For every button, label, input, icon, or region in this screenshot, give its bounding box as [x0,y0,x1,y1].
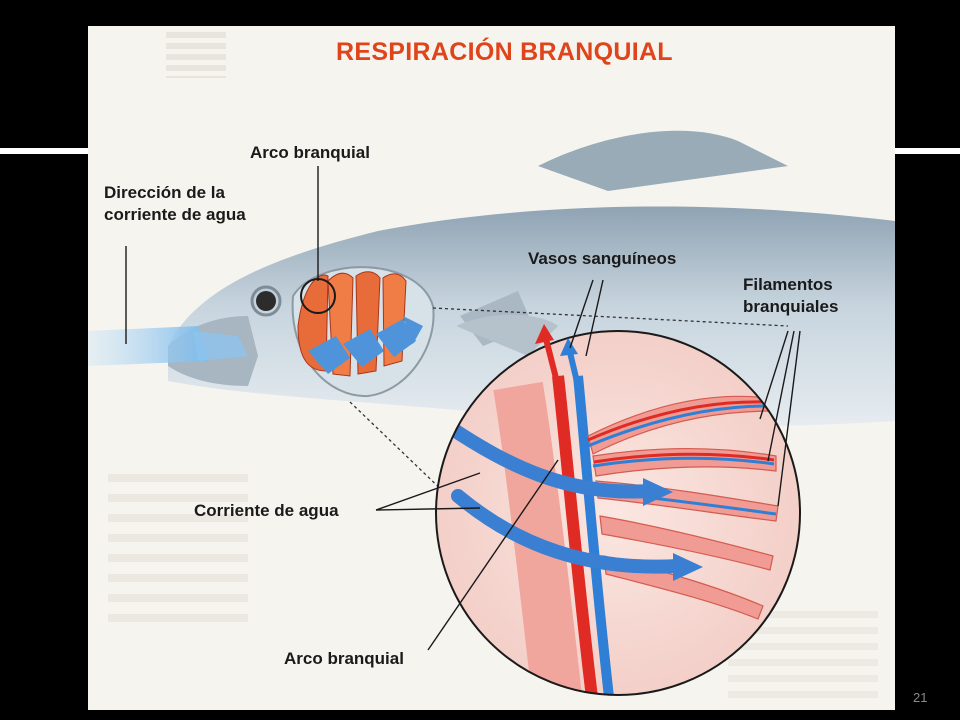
label-line: corriente de agua [104,205,246,224]
zoom-connector [349,401,449,497]
label-water-direction: Dirección de la corriente de agua [104,182,246,226]
water-stream [88,326,208,366]
zoom-connector [432,307,789,327]
vein-vessel [573,375,615,695]
label-line: branquiales [743,297,839,316]
slide-divider-left [0,148,90,154]
slide-divider-right [893,148,960,154]
label-blood-vessels: Vasos sanguíneos [528,249,677,268]
water-current-arrows [441,419,685,574]
label-gill-arch-top: Arco branquial [250,143,370,162]
dorsal-fin [538,130,788,191]
background-text-bleed [108,474,248,624]
label-gill-arch-bottom: Arco branquial [284,649,404,668]
fish-diagram [88,130,895,696]
label-line: Filamentos [743,275,833,294]
gill-respiration-illustration: RESPIRACIÓN BRANQUIAL Dirección de la co… [88,26,895,710]
diagram-title: RESPIRACIÓN BRANQUIAL [336,38,673,66]
label-water-current: Corriente de agua [194,501,339,520]
page-number: 21 [913,690,928,705]
background-text-bleed [166,32,226,78]
water-flow-chevrons [308,316,423,374]
magnified-gill-view [435,324,801,696]
label-line: Dirección de la [104,183,225,202]
fish-eye [256,291,276,311]
leader-lines [125,166,801,651]
label-gill-filaments: Filamentos branquiales [743,274,838,318]
artery-vessel [552,375,599,695]
